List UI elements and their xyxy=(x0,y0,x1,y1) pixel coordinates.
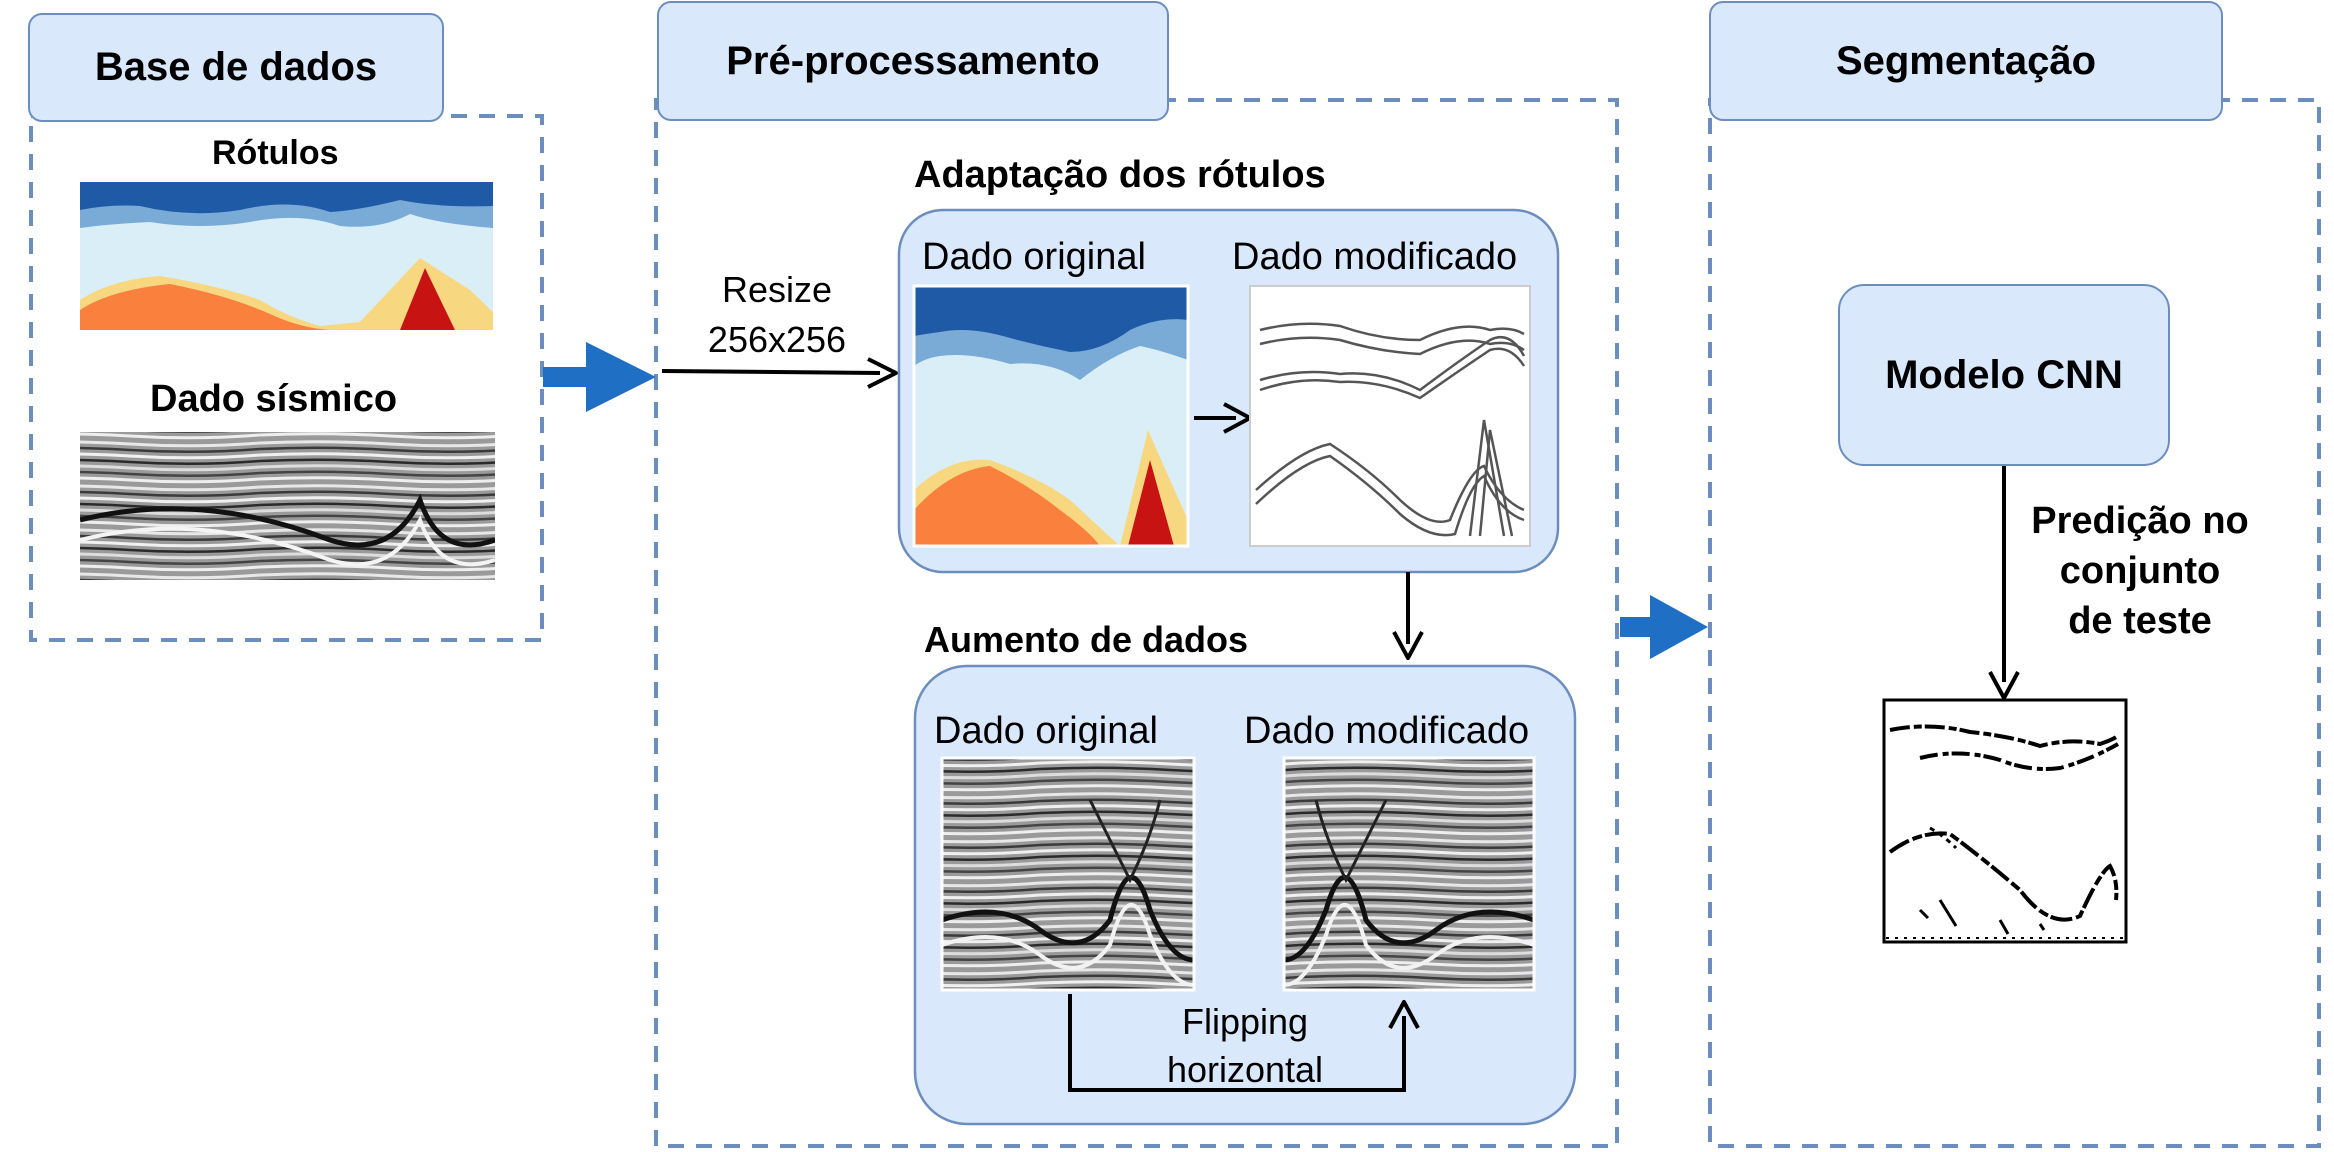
label-adaptation-title: Adaptação dos rótulos xyxy=(914,154,1326,196)
labels-caption: Rótulos xyxy=(212,134,339,172)
resize-label-line1: Resize xyxy=(721,269,833,310)
resize-arrow xyxy=(661,369,881,375)
prediction-output xyxy=(1882,698,2128,944)
prediction-line1: Predição no xyxy=(2031,500,2249,542)
segmentation-title-tab: Segmentação xyxy=(1709,1,2223,121)
adaptation-modified-caption: Dado modificado xyxy=(1232,236,1518,278)
augment-original-seismic xyxy=(942,758,1194,990)
segmentation-frame xyxy=(1708,98,2321,1148)
cnn-model-label: Modelo CNN xyxy=(1885,352,2123,397)
seismic-thumbnail xyxy=(80,432,495,580)
big-arrow-to-segmentation xyxy=(1620,595,1708,659)
augmentation-title: Aumento de dados xyxy=(924,619,1249,660)
big-arrow-to-preprocessing xyxy=(543,342,656,412)
flip-label-line2: horizontal xyxy=(1166,1049,1324,1090)
prediction-line3: de teste xyxy=(2068,600,2212,642)
labels-thumbnail xyxy=(80,182,493,330)
adaptation-original-caption: Dado original xyxy=(922,236,1146,278)
flip-connector xyxy=(1068,994,1406,1092)
preprocessing-title-tab: Pré-processamento xyxy=(657,1,1169,121)
augmentation-original-caption: Dado original xyxy=(934,710,1158,752)
augmentation-modified-caption: Dado modificado xyxy=(1244,710,1530,752)
seismic-caption: Dado sísmico xyxy=(150,378,398,420)
prediction-line2: conjunto xyxy=(2059,550,2221,592)
database-title-tab: Base de dados xyxy=(28,13,444,122)
augment-flipped-seismic xyxy=(1284,758,1534,990)
database-title: Base de dados xyxy=(94,45,378,89)
cnn-model-box: Modelo CNN xyxy=(1838,284,2170,466)
preprocessing-title: Pré-processamento xyxy=(726,38,1100,83)
original-label-map xyxy=(912,284,1190,548)
segmentation-title: Segmentação xyxy=(1835,38,2097,83)
modified-label-map xyxy=(1249,285,1531,547)
flip-label-line1: Flipping xyxy=(1181,1001,1309,1042)
resize-label-line2: 256x256 xyxy=(707,319,847,360)
